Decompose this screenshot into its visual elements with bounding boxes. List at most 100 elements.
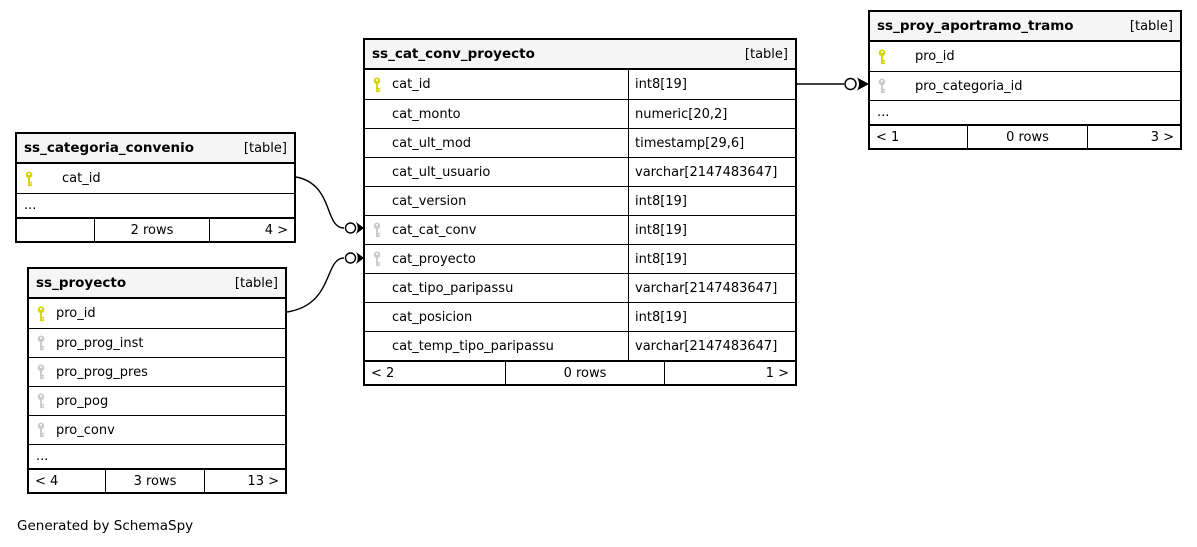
column-row: cat_proyecto int8[19] — [365, 244, 795, 273]
column-name: pro_id — [56, 306, 96, 321]
row-count: 0 rows — [967, 126, 1087, 148]
column-row: cat_temp_tipo_paripassu varchar[21474836… — [365, 331, 795, 360]
column-name: cat_version — [392, 193, 467, 209]
column-row: pro_id — [870, 42, 1180, 71]
column-name: cat_posicion — [392, 309, 473, 325]
related-tables-right: 1 > — [664, 362, 795, 384]
primary-key-icon — [877, 49, 887, 65]
table-type-badge: [table] — [744, 46, 788, 62]
column-row: cat_tipo_paripassu varchar[2147483647] — [365, 273, 795, 302]
zero-or-one-dot — [844, 77, 857, 91]
column-row: pro_conv — [29, 415, 285, 444]
table-type-badge: [table] — [234, 275, 278, 291]
arrowhead-icon — [356, 252, 364, 264]
related-tables-left: < 2 — [371, 365, 395, 381]
hidden-columns-ellipsis: ... — [870, 100, 1180, 124]
column-row: cat_ult_usuario varchar[2147483647] — [365, 157, 795, 186]
related-tables-right: 13 > — [204, 470, 285, 492]
table-node-ss-cat-conv-proyecto[interactable]: ss_cat_conv_proyecto [table] cat_id int8… — [363, 38, 797, 386]
column-row: pro_pog — [29, 386, 285, 415]
hidden-columns-ellipsis: ... — [29, 444, 285, 468]
table-node-ss-proyecto[interactable]: ss_proyecto [table] pro_id pro_prog_inst… — [27, 267, 287, 494]
table-title: ss_cat_conv_proyecto — [372, 46, 535, 62]
row-count: 2 rows — [94, 219, 209, 241]
column-type: int8[19] — [628, 187, 795, 215]
row-count: 0 rows — [505, 362, 664, 384]
column-name: pro_pog — [56, 393, 109, 409]
column-row: cat_id — [17, 164, 294, 193]
column-row: cat_id int8[19] — [365, 70, 795, 99]
foreign-key-icon — [877, 78, 887, 94]
column-row: pro_prog_inst — [29, 328, 285, 357]
column-name: cat_monto — [392, 106, 461, 122]
column-type: varchar[2147483647] — [628, 332, 795, 360]
table-title: ss_categoria_convenio — [24, 140, 194, 156]
column-type: numeric[20,2] — [628, 100, 795, 128]
column-name: cat_ult_mod — [392, 135, 472, 151]
table-node-ss-categoria-convenio[interactable]: ss_categoria_convenio [table] cat_id ...… — [15, 132, 296, 243]
column-row: pro_categoria_id — [870, 71, 1180, 100]
table-header: ss_categoria_convenio [table] — [17, 134, 294, 164]
column-type: int8[19] — [628, 245, 795, 273]
relationship-categoria-convenio-to-cat-conv — [295, 176, 364, 234]
foreign-key-icon — [372, 222, 382, 238]
relationship-proyecto-to-cat-proyecto — [286, 252, 364, 313]
primary-key-icon — [372, 77, 382, 93]
table-type-badge: [table] — [1129, 18, 1173, 34]
table-header: ss_cat_conv_proyecto [table] — [365, 40, 795, 70]
column-name: cat_proyecto — [392, 251, 476, 267]
table-footer: < 4 3 rows 13 > — [29, 468, 285, 492]
foreign-key-icon — [36, 335, 46, 351]
column-type: timestamp[29,6] — [628, 129, 795, 157]
foreign-key-icon — [372, 251, 382, 267]
column-type: int8[19] — [628, 70, 795, 99]
column-name: pro_prog_pres — [56, 364, 148, 380]
column-row: cat_version int8[19] — [365, 186, 795, 215]
arrowhead-icon — [356, 222, 364, 234]
table-footer: < 1 0 rows 3 > — [870, 124, 1180, 148]
column-type: varchar[2147483647] — [628, 158, 795, 186]
table-title: ss_proy_aportramo_tramo — [877, 18, 1074, 34]
related-tables-left — [17, 219, 94, 241]
table-node-ss-proy-aportramo-tramo[interactable]: ss_proy_aportramo_tramo [table] pro_id p… — [868, 10, 1182, 150]
arrowhead-icon — [857, 77, 869, 91]
table-footer: 2 rows 4 > — [17, 217, 294, 241]
column-name: cat_ult_usuario — [392, 164, 491, 180]
column-row: cat_monto numeric[20,2] — [365, 99, 795, 128]
foreign-key-icon — [36, 422, 46, 438]
related-tables-right: 3 > — [1087, 126, 1180, 148]
foreign-key-icon — [36, 364, 46, 380]
column-row: pro_prog_pres — [29, 357, 285, 386]
related-tables-left: < 1 — [876, 129, 900, 145]
primary-key-icon — [36, 306, 46, 322]
zero-or-one-dot — [344, 252, 357, 264]
column-row: cat_posicion int8[19] — [365, 302, 795, 331]
column-row: cat_ult_mod timestamp[29,6] — [365, 128, 795, 157]
zero-or-one-dot — [344, 222, 357, 234]
row-count: 3 rows — [105, 470, 204, 492]
generator-note: Generated by SchemaSpy — [17, 518, 194, 534]
column-row: cat_cat_conv int8[19] — [365, 215, 795, 244]
related-tables-left: < 4 — [35, 473, 59, 489]
column-type: varchar[2147483647] — [628, 274, 795, 302]
primary-key-icon — [24, 171, 34, 187]
table-title: ss_proyecto — [36, 275, 127, 291]
column-type: int8[19] — [628, 216, 795, 244]
column-name: cat_id — [392, 77, 431, 92]
relationship-cat-id-to-aportramo — [797, 77, 869, 91]
column-name: cat_id — [62, 171, 101, 186]
column-name: cat_temp_tipo_paripassu — [392, 338, 554, 354]
column-name: pro_categoria_id — [915, 78, 1023, 94]
column-name: cat_cat_conv — [392, 222, 477, 238]
hidden-columns-ellipsis: ... — [17, 193, 294, 217]
column-name: pro_prog_inst — [56, 335, 144, 351]
related-tables-right: 4 > — [209, 219, 294, 241]
column-type: int8[19] — [628, 303, 795, 331]
column-row: pro_id — [29, 299, 285, 328]
table-footer: < 2 0 rows 1 > — [365, 360, 795, 384]
column-name: pro_conv — [56, 422, 115, 438]
table-header: ss_proyecto [table] — [29, 269, 285, 299]
column-name: cat_tipo_paripassu — [392, 280, 514, 296]
